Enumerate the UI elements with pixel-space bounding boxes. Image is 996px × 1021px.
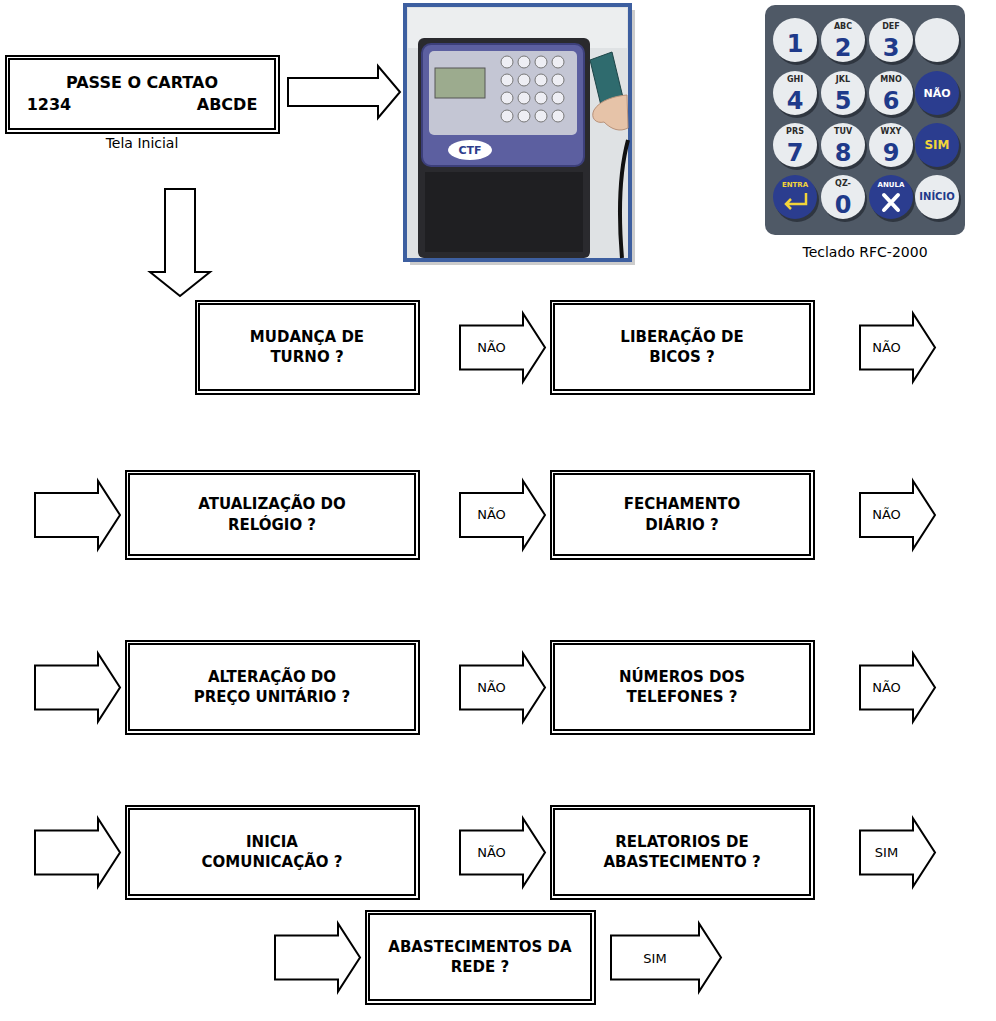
key-label: ANULA (878, 182, 905, 189)
key-digit: 9 (883, 141, 900, 165)
arrow-label: NÃO (475, 845, 508, 859)
text-group: INICIA COMUNICAÇÃO ? (187, 832, 357, 873)
question-box: NÚMEROS DOS TELEFONES ? (550, 640, 815, 735)
question-text: MUDANÇA DE TURNO ? (221, 327, 393, 368)
key-letters: QZ- (835, 180, 851, 188)
key-label: NÃO (923, 88, 950, 99)
keypad-caption: Teclado RFC-2000 (802, 245, 927, 259)
hand (593, 95, 628, 130)
cable (620, 140, 628, 258)
key-digit: 3 (883, 36, 900, 60)
key-letters: PRS (786, 128, 804, 136)
arrow-label: NÃO (870, 340, 903, 354)
device-panel (422, 44, 584, 166)
question-text: INICIA COMUNICAÇÃO ? (187, 832, 357, 873)
text-group: PASSE O CARTAO1234 ABCDE (27, 72, 258, 115)
arrow-label: NÃO (870, 680, 903, 694)
arrow-label: NÃO (870, 508, 903, 522)
text-group: ALTERAÇÃO DO PREÇO UNITÁRIO ? (180, 667, 365, 708)
key-digit: 5 (835, 89, 852, 113)
question-box: ALTERAÇÃO DO PREÇO UNITÁRIO ? (125, 640, 420, 735)
key-label: ENTRA (782, 182, 808, 189)
key-letters: ABC (834, 23, 852, 31)
arrow-label: NÃO (475, 508, 508, 522)
photo-frame (405, 5, 630, 260)
question-text: ALTERAÇÃO DO PREÇO UNITÁRIO ? (180, 667, 365, 708)
key-digit: 4 (787, 89, 804, 113)
device-lower (425, 172, 583, 252)
arrow-label: NÃO (475, 340, 508, 354)
device-screen (435, 68, 485, 98)
cancel-symbol (884, 195, 898, 210)
key-letters: WXY (881, 128, 902, 136)
block-arrow (460, 481, 545, 549)
question-box: ABASTECIMENTOS DA REDE ? (365, 910, 596, 1005)
key-letters: DEF (882, 23, 900, 31)
keypad-base (765, 5, 965, 235)
question-text: ATUALIZAÇÃO DO RELÓGIO ? (172, 494, 372, 535)
question-box: LIBERAÇÃO DE BICOS ? (550, 300, 815, 395)
key-letters: JKL (836, 76, 850, 84)
logo-badge (448, 140, 492, 160)
device-body (418, 38, 590, 258)
text-group: MUDANÇA DE TURNO ? (221, 327, 393, 368)
block-arrow (460, 819, 545, 887)
question-box: RELATORIOS DE ABASTECIMENTO ? (550, 805, 815, 900)
display-line: PASSE O CARTAO (66, 72, 218, 94)
block-arrow (460, 654, 545, 722)
screen-caption: Tela Inicial (106, 136, 179, 150)
device-keys (501, 56, 564, 122)
key-digit: 0 (835, 193, 852, 217)
block-arrow (288, 66, 400, 118)
arrow-label: SIM (873, 845, 900, 859)
question-text: LIBERAÇÃO DE BICOS ? (592, 327, 772, 368)
text-group: LIBERAÇÃO DE BICOS ? (592, 327, 772, 368)
key-digit: 6 (883, 89, 900, 113)
key-digit: 1 (787, 32, 804, 56)
arrow-label: NÃO (475, 680, 508, 694)
question-box: INICIA COMUNICAÇÃO ? (125, 805, 420, 900)
question-box: FECHAMENTO DIÁRIO ? (550, 470, 815, 560)
blue-keys (773, 71, 959, 219)
block-arrow (150, 189, 210, 296)
display-screen: PASSE O CARTAO1234 ABCDE (5, 55, 280, 134)
device-face (429, 51, 577, 135)
key-letters: TUV (834, 128, 852, 136)
key-label: INÍCIO (919, 192, 954, 202)
key-digit: 7 (787, 141, 804, 165)
block-arrow (611, 924, 721, 992)
text-group: ATUALIZAÇÃO DO RELÓGIO ? (172, 494, 372, 535)
device-photo (405, 5, 635, 265)
question-text: FECHAMENTO DIÁRIO ? (600, 494, 765, 535)
keypad-photo (765, 5, 965, 235)
block-arrow (460, 314, 545, 382)
question-box: MUDANÇA DE TURNO ? (195, 300, 420, 395)
text-group: ABASTECIMENTOS DA REDE ? (380, 937, 580, 978)
light-keys (773, 18, 959, 219)
text-group: FECHAMENTO DIÁRIO ? (600, 494, 765, 535)
key-label: SIM (924, 139, 949, 151)
key-digit: 8 (835, 141, 852, 165)
logo-text: CTF (458, 145, 481, 156)
question-text: ABASTECIMENTOS DA REDE ? (380, 937, 580, 978)
flow-label: SIM (641, 951, 668, 964)
key-letters: MNO (880, 76, 901, 84)
text-group: RELATORIOS DE ABASTECIMENTO ? (577, 832, 787, 873)
text-group: NÚMEROS DOS TELEFONES ? (587, 667, 777, 708)
enter-symbol (786, 193, 806, 209)
question-text: NÚMEROS DOS TELEFONES ? (587, 667, 777, 708)
question-box: ATUALIZAÇÃO DO RELÓGIO ? (125, 470, 420, 560)
key-digit: 2 (835, 36, 852, 60)
display-line: 1234 ABCDE (27, 94, 258, 116)
question-text: RELATORIOS DE ABASTECIMENTO ? (577, 832, 787, 873)
key-letters: GHI (787, 76, 803, 84)
